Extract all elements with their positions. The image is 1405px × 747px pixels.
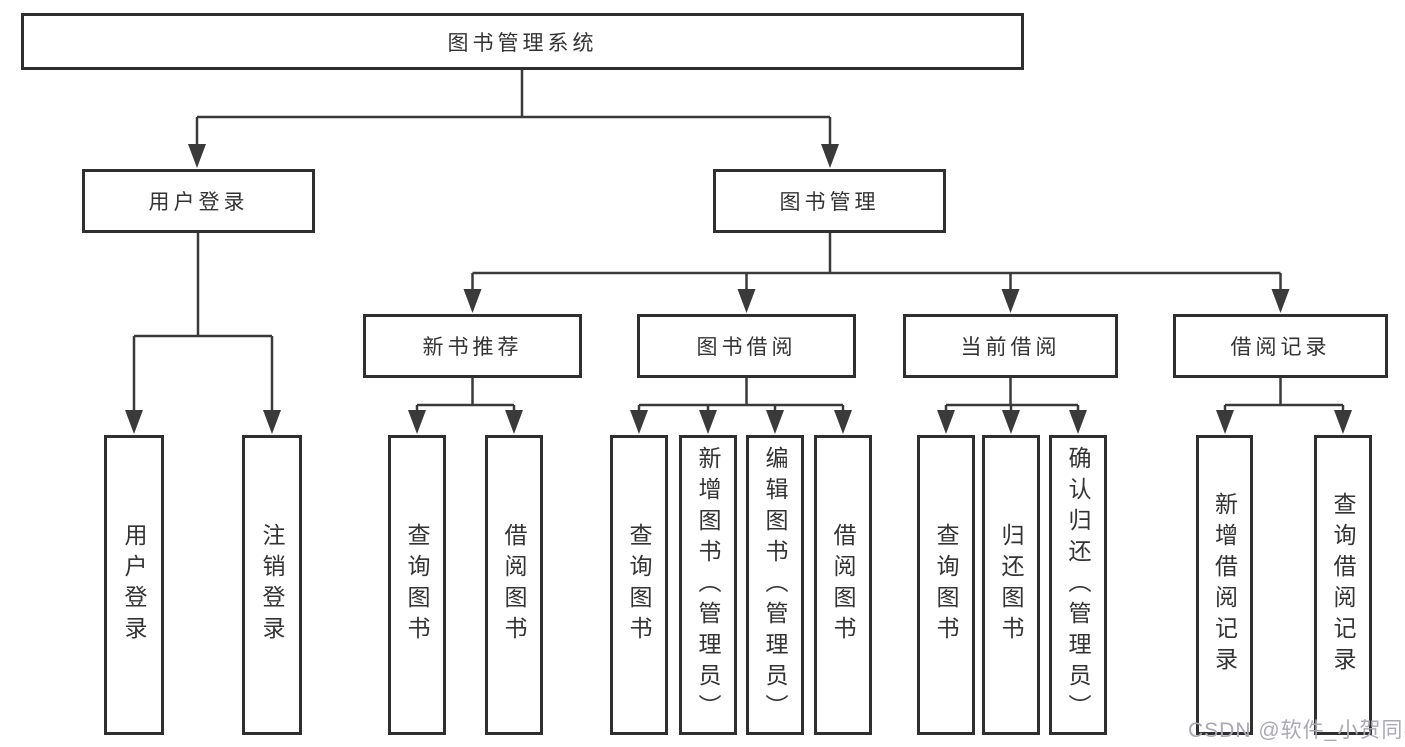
leaf-current-query-books: 查询图书 [917, 435, 975, 735]
node-label: 查询图书 [404, 523, 430, 647]
node-label: 图书管理 [779, 191, 880, 214]
node-root: 图书管理系统 [21, 13, 1024, 70]
leaf-records-query-record: 查询借阅记录 [1314, 435, 1372, 735]
node-label: 借阅图书 [830, 523, 856, 647]
leaf-logout: 注销登录 [242, 435, 302, 735]
node-label: 图书管理系统 [447, 31, 598, 55]
leaf-borrowing-add-books-admin: 新增图书（管理员） [679, 435, 737, 735]
node-label: 借阅记录 [1230, 336, 1331, 359]
leaf-user-login: 用户登录 [104, 435, 164, 735]
leaf-borrowing-edit-books-admin: 编辑图书（管理员） [746, 435, 804, 735]
node-label: 编辑图书（管理员） [762, 445, 788, 725]
node-label: 图书借阅 [696, 336, 797, 359]
node-current-borrowing: 当前借阅 [903, 314, 1118, 378]
node-book-management: 图书管理 [713, 169, 946, 233]
node-borrowing-records: 借阅记录 [1173, 314, 1388, 378]
node-label: 新增图书（管理员） [695, 445, 721, 725]
node-book-borrowing: 图书借阅 [637, 314, 856, 378]
leaf-records-add-record: 新增借阅记录 [1196, 435, 1253, 735]
arrowheads [125, 144, 1352, 434]
node-label: 查询图书 [626, 523, 652, 647]
leaf-recommend-query-books: 查询图书 [388, 435, 446, 735]
node-label: 新书推荐 [422, 336, 523, 359]
node-label: 注销登录 [259, 523, 285, 647]
leaf-recommend-borrow-books: 借阅图书 [485, 435, 543, 735]
node-label: 借阅图书 [501, 523, 527, 647]
node-label: 用户登录 [121, 523, 147, 647]
watermark: CSDN @软件_小贺同学 [1188, 719, 1405, 742]
leaf-current-return-books: 归还图书 [982, 435, 1040, 735]
node-new-book-recommend: 新书推荐 [363, 314, 582, 378]
node-label: 确认归还（管理员） [1065, 445, 1091, 725]
node-label: 新增借阅记录 [1211, 492, 1238, 678]
node-label: 当前借阅 [960, 336, 1061, 359]
node-label: 查询图书 [933, 523, 959, 647]
node-label: 查询借阅记录 [1330, 492, 1356, 678]
leaf-borrowing-borrow-books: 借阅图书 [814, 435, 872, 735]
node-user-login: 用户登录 [82, 169, 315, 233]
leaf-borrowing-query-books: 查询图书 [610, 435, 668, 735]
node-label: 归还图书 [998, 523, 1024, 647]
node-label: 用户登录 [148, 191, 249, 214]
leaf-current-confirm-return-admin: 确认归还（管理员） [1049, 435, 1107, 735]
